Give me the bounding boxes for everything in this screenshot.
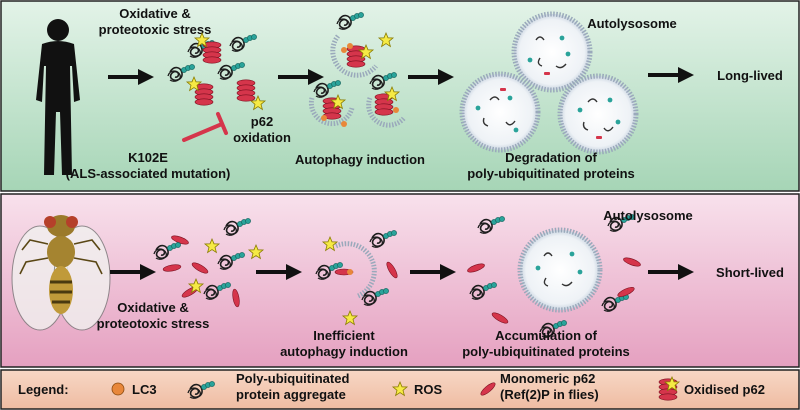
- legend-oxidised-label: Oxidised p62: [684, 382, 765, 397]
- top-stress-line1: Oxidative &: [119, 6, 191, 21]
- legend-monomer-line2: (Ref(2)P in flies): [500, 387, 599, 402]
- degradation-line1: Degradation of: [505, 150, 597, 165]
- top-autolysosome-label: Autolysosome: [587, 16, 677, 31]
- bottom-stress-line2: proteotoxic stress: [97, 316, 210, 331]
- mutation-line2: (ALS-associated mutation): [66, 166, 231, 181]
- inefficient-line2: autophagy induction: [280, 344, 408, 359]
- bottom-autolysosome-label: Autolysosome: [603, 208, 693, 223]
- legend-ros-label: ROS: [414, 382, 443, 397]
- bottom-panel: [0, 193, 800, 368]
- top-panel: [0, 0, 800, 192]
- legend-lc3-label: LC3: [132, 382, 157, 397]
- accumulation-line2: poly-ubiquitinated proteins: [462, 344, 630, 359]
- legend-title: Legend:: [18, 382, 69, 397]
- bottom-autophagy-cluster: [315, 229, 400, 325]
- p62-oxidation-line1: p62: [251, 114, 273, 129]
- inefficient-line1: Inefficient: [313, 328, 375, 343]
- p62-oxidation-line2: oxidation: [233, 130, 291, 145]
- short-lived-label: Short-lived: [716, 265, 784, 280]
- mutation-line1: K102E: [128, 150, 168, 165]
- legend-aggregate-line1: Poly-ubiquitinated: [236, 371, 349, 386]
- human-silhouette: [36, 19, 80, 175]
- top-stress-line2: proteotoxic stress: [99, 22, 212, 37]
- long-lived-label: Long-lived: [717, 68, 783, 83]
- legend-monomer-line1: Monomeric p62: [500, 371, 595, 386]
- autophagy-induction-label: Autophagy induction: [295, 152, 425, 167]
- bottom-autolysosome-group: [466, 213, 642, 338]
- legend-lc3-symbol: [111, 382, 125, 396]
- degradation-line2: poly-ubiquitinated proteins: [467, 166, 635, 181]
- inhibition-symbol: [182, 112, 228, 142]
- legend-oxidised-symbol: [658, 376, 680, 401]
- bottom-stress-line1: Oxidative &: [117, 300, 189, 315]
- fly-illustration: [11, 215, 111, 331]
- top-autophagy-cluster: [308, 11, 406, 128]
- autolysosome-group: [459, 11, 639, 155]
- legend-aggregate-line2: protein aggregate: [236, 387, 346, 402]
- accumulation-line1: Accumulation of: [495, 328, 598, 343]
